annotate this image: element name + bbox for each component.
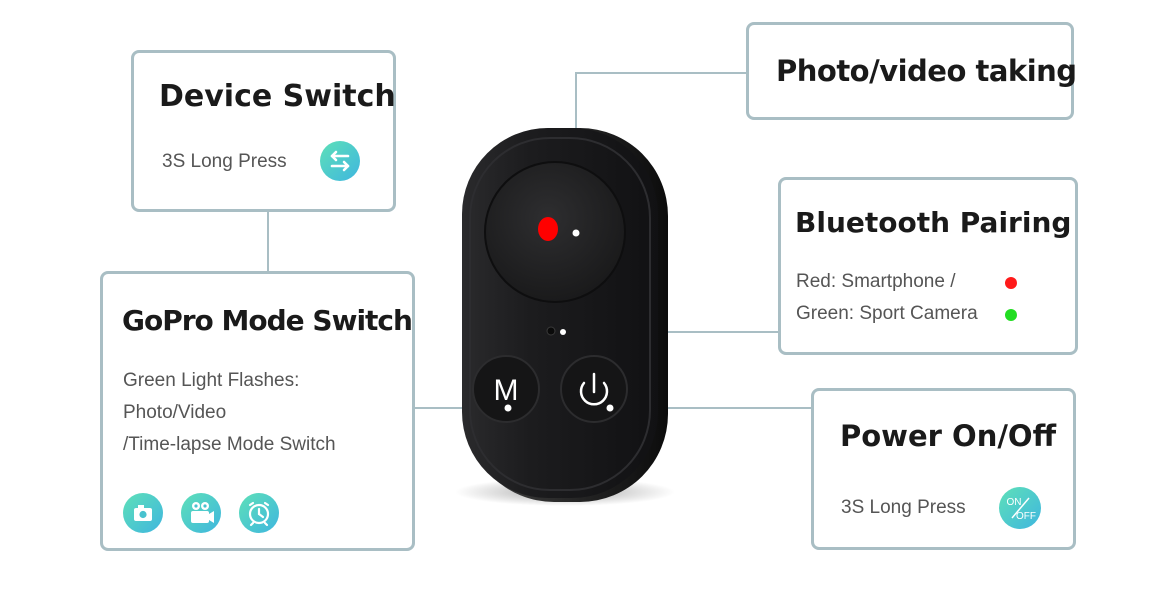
power-pointer-dot bbox=[606, 404, 614, 412]
on-off-icon: ON OFF bbox=[999, 487, 1041, 529]
power-on-off-title: Power On/Off bbox=[840, 419, 1057, 453]
record-dot bbox=[538, 217, 558, 241]
photo-video-card: Photo/video taking bbox=[746, 22, 1077, 120]
device-switch-text: 3S Long Press bbox=[162, 151, 287, 172]
gopro-mode-line-2: Photo/Video bbox=[123, 402, 227, 423]
bluetooth-line-2: Green: Sport Camera bbox=[796, 303, 978, 324]
device-switch-card: Device Switch 3S Long Press bbox=[131, 50, 396, 212]
photo-video-title: Photo/video taking bbox=[776, 54, 1077, 88]
gopro-mode-line-3: /Time-lapse Mode Switch bbox=[123, 434, 336, 455]
indicator-led bbox=[546, 326, 556, 336]
gopro-mode-title: GoPro Mode Switch bbox=[122, 304, 413, 337]
power-on-off-text: 3S Long Press bbox=[841, 497, 966, 518]
power-on-off-card: Power On/Off 3S Long Press ON OFF bbox=[811, 388, 1076, 550]
timelapse-icon bbox=[239, 493, 279, 533]
bluetooth-pairing-title: Bluetooth Pairing bbox=[795, 206, 1072, 239]
shutter-pointer-dot bbox=[572, 229, 580, 237]
m-button-label: M bbox=[494, 374, 519, 407]
camera-icon bbox=[123, 493, 163, 533]
device-switch-title: Device Switch bbox=[159, 79, 396, 114]
on-off-icon-off: OFF bbox=[1016, 511, 1036, 522]
switch-arrows-icon bbox=[320, 141, 360, 181]
video-camera-icon bbox=[181, 493, 221, 533]
on-off-icon-on: ON bbox=[1007, 497, 1022, 508]
m-pointer-dot bbox=[504, 404, 512, 412]
gopro-mode-card: GoPro Mode Switch Green Light Flashes: P… bbox=[100, 271, 415, 551]
m-button bbox=[472, 355, 540, 423]
led-pointer-dot bbox=[560, 329, 566, 335]
bluetooth-line-1: Red: Smartphone / bbox=[796, 271, 956, 292]
device-body-bevel bbox=[469, 137, 651, 491]
power-symbol-icon bbox=[579, 372, 609, 406]
remote-control-device: M bbox=[455, 128, 675, 506]
bluetooth-pairing-card: Bluetooth Pairing Red: Smartphone / Gree… bbox=[778, 177, 1078, 355]
red-status-dot bbox=[1005, 277, 1017, 289]
green-status-dot bbox=[1005, 309, 1017, 321]
gopro-mode-line-1: Green Light Flashes: bbox=[123, 370, 300, 391]
